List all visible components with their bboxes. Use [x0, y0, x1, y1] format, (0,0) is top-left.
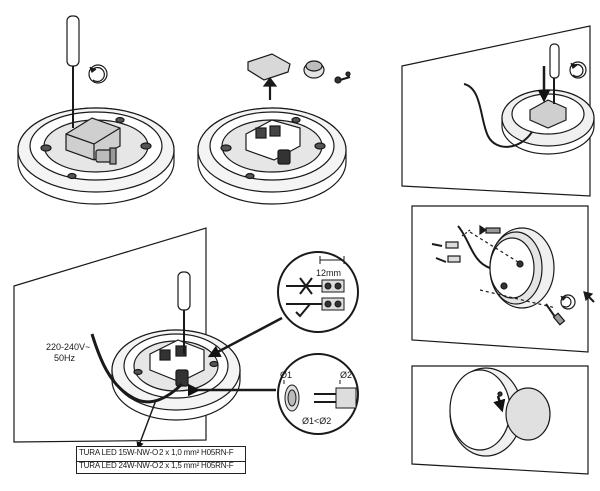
gland-phi1-label: Ø1 [280, 370, 292, 380]
supply-cable [463, 83, 533, 148]
callout-strip-length [207, 251, 359, 358]
step-remove-cover-and-gland [197, 53, 351, 205]
cable-spec: 2 x 1,0 mm² H05RN-F [159, 448, 234, 457]
push-arrow [493, 395, 506, 413]
supply-frequency-label: 50Hz [54, 353, 76, 363]
callout-gland-diameter [188, 353, 359, 435]
wire-correct [286, 297, 345, 318]
screwdriver [177, 271, 191, 354]
gland-phi2-label: Ø2 [340, 370, 352, 380]
cable-spec-table: TURA LED 15W-NW-O 2 x 1,0 mm² H05RN-F TU… [76, 446, 246, 474]
table-row: TURA LED 24W-NW-O 2 x 1,5 mm² H05RN-F [77, 461, 245, 474]
step-open-cover [17, 15, 175, 205]
model-name: TURA LED 15W-NW-O [79, 448, 158, 457]
cable-spec: 2 x 1,5 mm² H05RN-F [159, 461, 234, 470]
step-attach-diffuser [411, 365, 589, 475]
screwdriver [549, 43, 560, 104]
cable-gland [95, 147, 117, 165]
screwdriver [545, 303, 566, 326]
step-fix-to-wall [411, 205, 595, 353]
supply-voltage-label: 220-240V~ [46, 342, 90, 352]
supply-cable [457, 225, 491, 269]
wall-plug [431, 229, 471, 249]
step-wire-terminal [13, 227, 241, 450]
screwdriver [66, 15, 80, 128]
rotate-counterclockwise-icon [88, 64, 108, 84]
lift-up-arrow [262, 77, 278, 100]
gland-rule-label: Ø1<Ø2 [302, 416, 331, 426]
gland-parts [303, 60, 351, 84]
wall-plug-2 [435, 255, 461, 263]
rotate-clockwise-icon [560, 294, 576, 310]
supply-cable [90, 333, 184, 404]
step-mount-base [401, 25, 595, 197]
screw [479, 224, 501, 236]
table-row: TURA LED 15W-NW-O 2 x 1,0 mm² H05RN-F [77, 448, 245, 462]
wire-wrong [286, 277, 345, 295]
screw-fastener [583, 291, 595, 303]
diffuser [505, 387, 551, 441]
rotate-clockwise-icon [569, 61, 587, 79]
model-name: TURA LED 24W-NW-O [79, 461, 158, 470]
terminal-cover [247, 53, 291, 81]
strip-length-label: 12mm [316, 268, 341, 278]
